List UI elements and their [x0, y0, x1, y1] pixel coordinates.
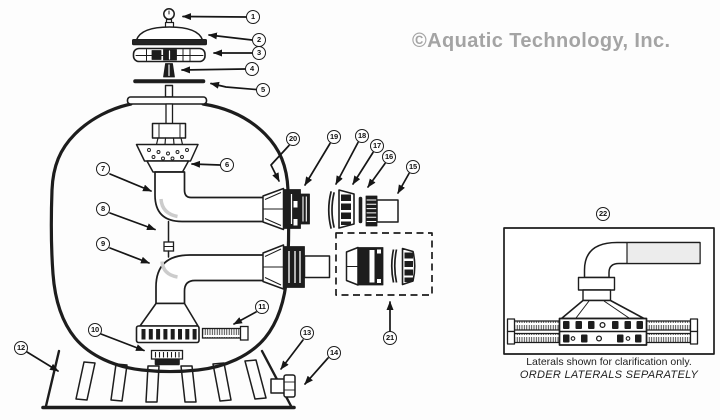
exploded-fitting-parts	[327, 189, 399, 229]
callout-6: 6	[220, 158, 234, 172]
pressure-gauge	[163, 8, 175, 25]
callout-9: 9	[96, 237, 110, 251]
callout-22: 22	[596, 207, 610, 221]
callout-1: 1	[246, 10, 260, 24]
callout-16: 16	[382, 150, 396, 164]
inset-caption-line1: Laterals shown for clarification only.	[526, 356, 692, 368]
callout-14: 14	[327, 346, 341, 360]
callout-7: 7	[96, 162, 110, 176]
diffuser-assembly	[135, 122, 199, 173]
callout-17: 17	[370, 139, 384, 153]
callout-13: 13	[300, 326, 314, 340]
clamp-ring	[132, 47, 206, 63]
callout-20: 20	[286, 132, 300, 146]
callout-8: 8	[96, 202, 110, 216]
sight-tube	[163, 220, 175, 258]
callout-10: 10	[88, 323, 102, 337]
callout-19: 19	[327, 130, 341, 144]
lateral-tube	[201, 325, 249, 341]
callout-15: 15	[406, 160, 420, 174]
air-release-plug	[163, 63, 175, 78]
callout-21: 21	[383, 331, 397, 345]
replacement-fitting-kit	[335, 232, 433, 296]
tank-flange	[126, 84, 208, 126]
callout-4: 4	[245, 62, 259, 76]
callout-2: 2	[252, 33, 266, 47]
inset-lateral-assembly	[503, 227, 715, 355]
lateral-hub	[135, 302, 200, 344]
lower-elbow-pipe	[155, 254, 268, 305]
filter-lid	[132, 21, 207, 46]
callout-18: 18	[355, 129, 369, 143]
inset-caption: Laterals shown for clarification only. O…	[504, 356, 714, 382]
slotted-strainer	[150, 349, 184, 366]
callout-12: 12	[14, 341, 28, 355]
callout-arrows	[26, 13, 410, 385]
callout-11: 11	[255, 300, 269, 314]
drain-outlet	[270, 374, 296, 398]
inset-caption-line2: ORDER LATERALS SEPARATELY	[519, 369, 699, 381]
callout-3: 3	[252, 46, 266, 60]
upper-bulkhead-fitting	[262, 187, 310, 231]
upper-elbow-pipe	[154, 171, 268, 223]
lid-oring	[133, 79, 206, 84]
callout-5: 5	[256, 83, 270, 97]
lower-bulkhead-fitting	[262, 244, 331, 290]
watermark-text: ©Aquatic Technology, Inc.	[412, 30, 671, 52]
